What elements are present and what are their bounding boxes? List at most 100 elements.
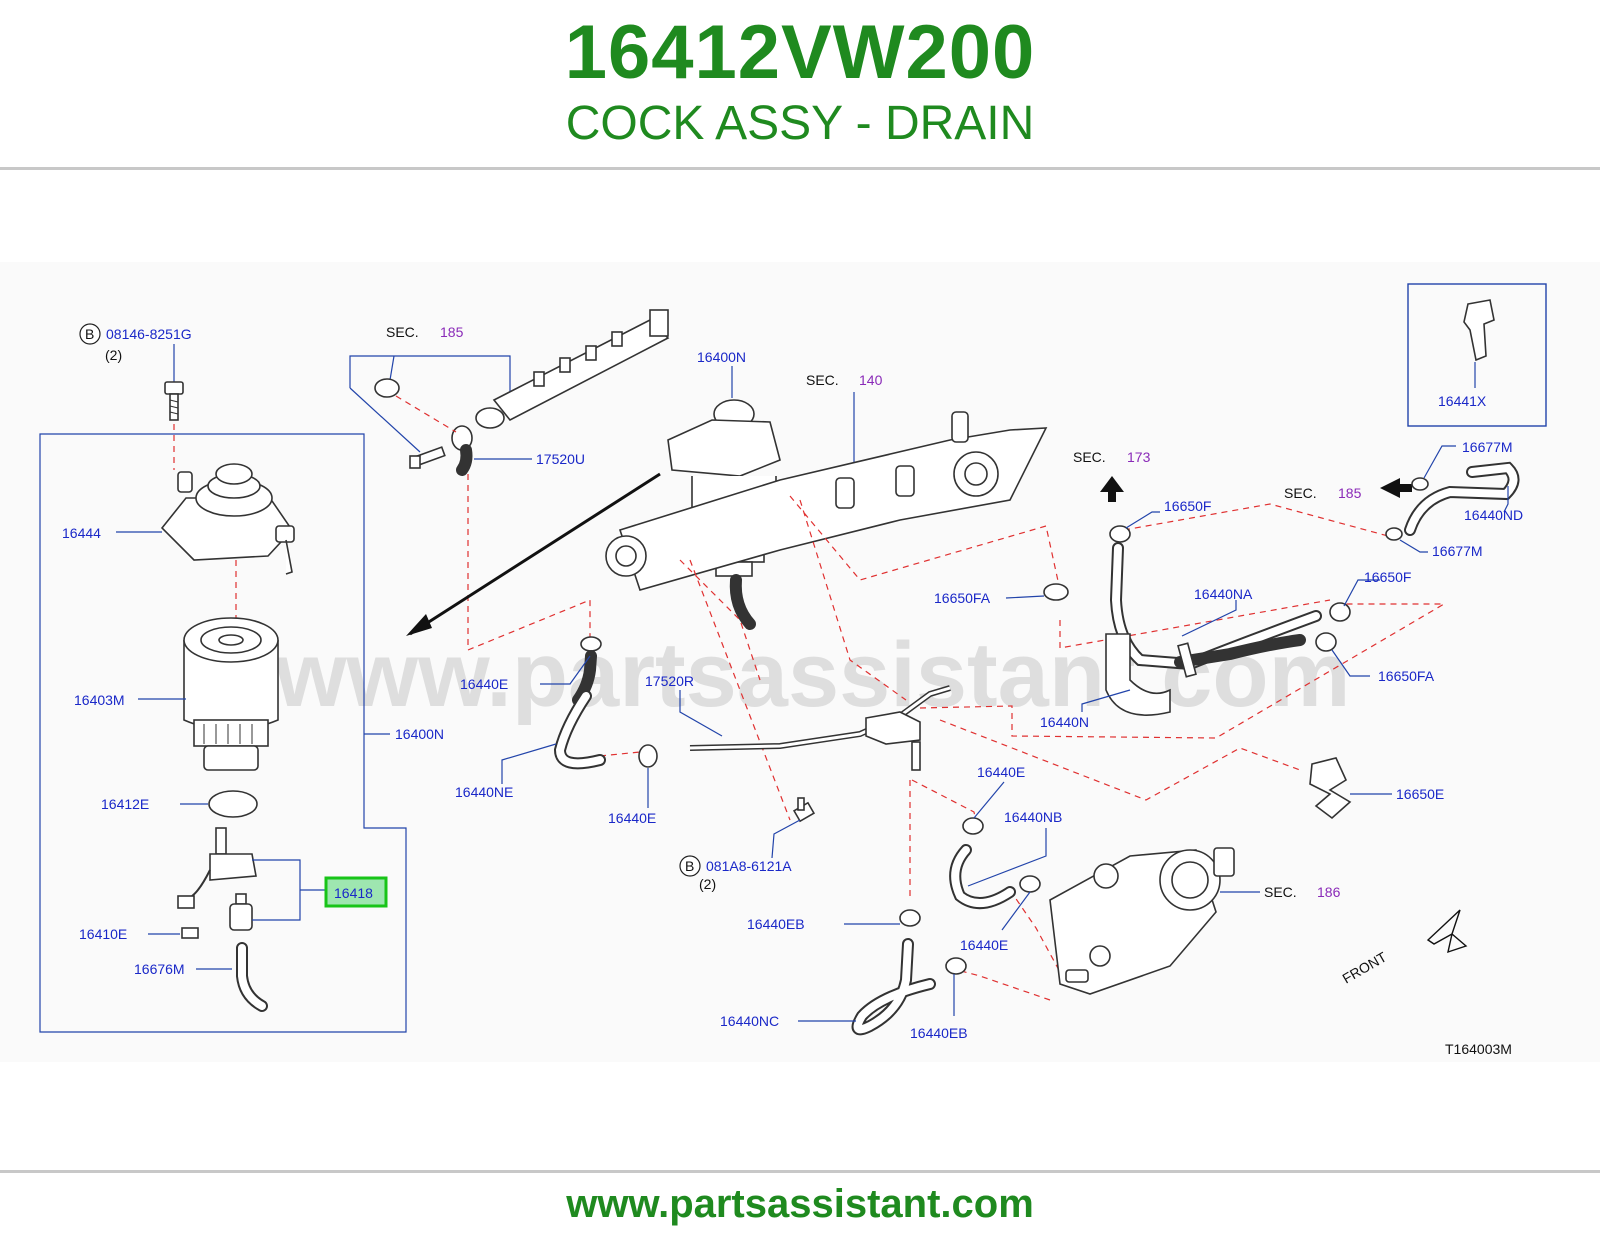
leader-16440NA: [1181, 600, 1237, 637]
clip-16441X-icon: [1463, 299, 1495, 362]
sec-173-number[interactable]: 173: [1127, 449, 1151, 465]
inset-frame-16441X: [1407, 283, 1547, 427]
label-16412E[interactable]: 16412E: [101, 796, 149, 812]
hose-16440NA-lower-icon: [1174, 634, 1306, 668]
leader-16440ND: [1503, 486, 1509, 513]
leader-sec185-washer: [389, 355, 395, 381]
sec-186-number[interactable]: 186: [1317, 884, 1341, 900]
sec-185-top-prefix: SEC.: [386, 324, 419, 340]
dash-manifold-joint: [799, 499, 907, 701]
bracket-16650E-icon: [1309, 757, 1352, 820]
leader-16677M-b: [1399, 539, 1428, 553]
label-16440NB[interactable]: 16440NB: [1004, 809, 1062, 825]
washer-icon: [374, 378, 400, 398]
leader-16650FA-a: [1005, 595, 1045, 599]
label-16440E-c[interactable]: 16440E: [977, 764, 1025, 780]
label-16440NA[interactable]: 16440NA: [1194, 586, 1253, 602]
dash-right-network: [919, 603, 1447, 739]
banjo-bolt-icon: [409, 446, 446, 469]
label-16677M-b[interactable]: 16677M: [1432, 543, 1483, 559]
label-16440ND[interactable]: 16440ND: [1464, 507, 1523, 523]
footer-website-link[interactable]: www.partsassistant.com: [566, 1182, 1034, 1226]
label-16440NE[interactable]: 16440NE: [455, 784, 513, 800]
label-081A8-6121A[interactable]: 081A8-6121A: [706, 858, 792, 874]
clip-16410E-icon: [181, 927, 199, 939]
label-qty-b2: (2): [699, 876, 716, 892]
pipe-stub-icon: [911, 741, 921, 771]
sec-140-number[interactable]: 140: [859, 372, 883, 388]
injection-pump-icon: [1049, 847, 1235, 995]
label-16400N-top[interactable]: 16400N: [697, 349, 746, 365]
direction-arrow-line: [409, 472, 661, 636]
dash-nb: [911, 779, 979, 833]
label-17520U[interactable]: 17520U: [536, 451, 585, 467]
clamp-16650FA-b-icon: [1315, 632, 1337, 652]
return-hose-icon: [456, 444, 473, 476]
dash-lower-right: [939, 719, 1301, 801]
label-17520R[interactable]: 17520R: [645, 673, 694, 689]
clamp-16440E-c-icon: [962, 817, 984, 835]
label-16440E-a[interactable]: 16440E: [460, 676, 508, 692]
label-16441X[interactable]: 16441X: [1438, 393, 1487, 409]
label-16444[interactable]: 16444: [62, 525, 101, 541]
clamp-16650F-a-icon: [1109, 525, 1131, 543]
clamp-16440E-a-icon: [580, 636, 602, 652]
dash-pump: [1009, 889, 1061, 973]
dash-manifold-right: [789, 495, 1061, 591]
dash-pump-left: [949, 967, 1051, 1001]
clip-16677M-b-icon: [1385, 527, 1403, 541]
dash-upper-right: [1123, 503, 1389, 537]
label-16403M[interactable]: 16403M: [74, 692, 125, 708]
front-label: FRONT: [1340, 948, 1390, 986]
filter-drain-hose-icon: [729, 574, 756, 630]
leader-16650FA-b: [1331, 649, 1370, 677]
dash-rail-union: [395, 395, 457, 433]
label-16440E-b[interactable]: 16440E: [608, 810, 656, 826]
label-qty-b1: (2): [105, 347, 122, 363]
sec-185-right-prefix: SEC.: [1284, 485, 1317, 501]
header-divider: [0, 167, 1600, 170]
bolt-marker-b2: [679, 855, 701, 877]
diagram-code: T164003M: [1445, 1041, 1512, 1057]
o-ring-icon: [208, 790, 258, 818]
label-16650FA-a[interactable]: 16650FA: [934, 590, 991, 606]
fuel-rail-icon: [475, 309, 670, 429]
label-16650F-a[interactable]: 16650F: [1164, 498, 1211, 514]
intake-manifold-icon: [605, 411, 1048, 591]
label-16650FA-b[interactable]: 16650FA: [1378, 668, 1435, 684]
label-16440EB-a[interactable]: 16440EB: [747, 916, 805, 932]
sec-140-prefix: SEC.: [806, 372, 839, 388]
label-16650E[interactable]: 16650E: [1396, 786, 1444, 802]
label-16677M-a[interactable]: 16677M: [1462, 439, 1513, 455]
clamp-16440EB-b-icon: [945, 957, 967, 975]
part-number-title: 16412VW200: [564, 10, 1036, 95]
label-16400N-left[interactable]: 16400N: [395, 726, 444, 742]
label-08146-8251G[interactable]: 08146-8251G: [106, 326, 192, 342]
label-16410E[interactable]: 16410E: [79, 926, 127, 942]
leader-sec185-bracket: [349, 355, 511, 406]
diagram-svg: www.partsassistant.com B 08146-8251G (2)…: [39, 283, 1547, 1057]
leader-16440E-c: [973, 781, 1005, 819]
label-16440E-d[interactable]: 16440E: [960, 937, 1008, 953]
filter-group-frame: [39, 433, 407, 1033]
label-16440NC[interactable]: 16440NC: [720, 1013, 779, 1029]
dash-mid-right: [1059, 599, 1331, 649]
label-16440N[interactable]: 16440N: [1040, 714, 1089, 730]
sec-173-prefix: SEC.: [1073, 449, 1106, 465]
dash-center-bolt: [689, 559, 791, 821]
label-16650F-b[interactable]: 16650F: [1364, 569, 1411, 585]
sec-185-top-number[interactable]: 185: [440, 324, 464, 340]
bolt-b2-icon: [792, 797, 816, 823]
label-16676M[interactable]: 16676M: [134, 961, 185, 977]
sec-185-right-number[interactable]: 185: [1338, 485, 1362, 501]
footer-divider: [0, 1170, 1600, 1173]
label-16418-highlighted[interactable]: 16418: [334, 885, 373, 901]
sec-185-arrow-icon: [1380, 478, 1412, 498]
leader-16440NE: [501, 743, 557, 784]
label-16440EB-b[interactable]: 16440EB: [910, 1025, 968, 1041]
clamp-16440E-b-icon: [638, 744, 658, 768]
dash-ne: [599, 751, 641, 757]
leader-16440NB: [967, 828, 1047, 887]
leader-16440N: [1081, 689, 1131, 712]
clamp-16650FA-a-icon: [1043, 583, 1069, 601]
